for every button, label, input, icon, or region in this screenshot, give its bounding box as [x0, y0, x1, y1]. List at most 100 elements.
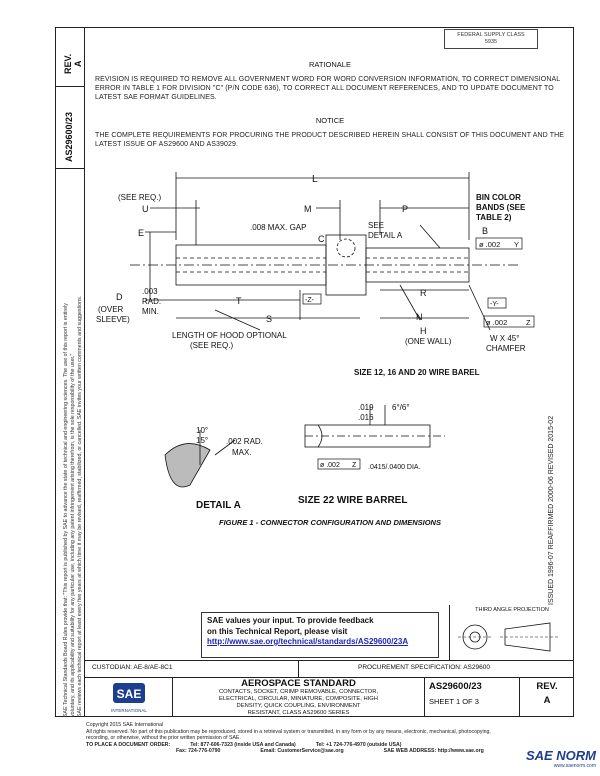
dim-C: C — [318, 234, 325, 244]
max-label: MAX. — [232, 448, 252, 457]
angle-6: 6°/6° — [392, 403, 410, 412]
side-text-3: SAE reviews each technical report at lea… — [77, 295, 83, 717]
desc-line-2: ELECTRICAL, CIRCULAR, MINIATURE, COMPOSI… — [218, 696, 378, 702]
projection-label: THIRD ANGLE PROJECTION — [475, 607, 549, 613]
dim-H: H — [420, 326, 427, 336]
detail-a-ref: DETAIL A — [368, 231, 403, 240]
doc-number: AS29600/23 — [429, 681, 482, 692]
bin-color: BIN COLOR — [476, 193, 521, 202]
datum-Z2: Z — [526, 318, 531, 327]
see-req-u: (SEE REQ.) — [118, 193, 161, 202]
see-label: SEE — [368, 221, 384, 230]
copyright: Copyright 2015 SAE International — [86, 722, 163, 728]
document-frame — [55, 27, 574, 717]
procurement-spec: PROCUREMENT SPECIFICATION: AS29600 — [358, 664, 490, 671]
federal-supply-class: FEDERAL SUPPLY CLASS 5935 — [444, 29, 538, 49]
dim-L: L — [312, 174, 318, 185]
projection-symbol-icon — [458, 622, 560, 652]
one-wall: (ONE WALL) — [405, 337, 452, 346]
dim-B: B — [482, 226, 488, 236]
desc-line-3: DENSITY, QUICK COUPLING, ENVIRONMENT — [236, 703, 361, 709]
desc-line-1: CONTACTS, SOCKET, CRIMP REMOVABLE, CONNE… — [218, 689, 378, 695]
web-address: SAE WEB ADDRESS: http://www.sae.org — [383, 748, 484, 754]
size-12-label: SIZE 12, 16 AND 20 WIRE BAREL — [354, 368, 480, 377]
desc-line-4: RESISTANT, CLASS AS29600 SERIES — [247, 710, 350, 716]
bands: BANDS (SEE — [476, 203, 526, 212]
rationale-section: RATIONALE REVISION IS REQUIRED TO REMOVE… — [95, 60, 565, 102]
third-angle-projection: THIRD ANGLE PROJECTION — [449, 605, 574, 660]
dia-0415: .0415/.0400 DIA. — [368, 464, 421, 471]
dim-016: .016 — [358, 413, 374, 422]
rad-002: .002 RAD. — [226, 437, 263, 446]
sae-logo-cell: SAE INTERNATIONAL — [85, 677, 173, 717]
sae-logo-icon: SAE INTERNATIONAL — [111, 683, 147, 713]
rights: All rights reserved. No part of this pub… — [86, 728, 491, 735]
rad-003: .003 — [142, 287, 158, 296]
angle-10: 10° — [196, 426, 208, 435]
dim-D: D — [116, 292, 123, 302]
aerospace-standard: AEROSPACE STANDARD — [241, 678, 356, 689]
tol-Z: ø .002 — [486, 318, 507, 327]
tel-usa: Tel: 877-606-7323 (inside USA and Canada… — [190, 741, 296, 748]
rev-value-bottom: A — [543, 695, 551, 706]
feedback-box: SAE values your input. To provide feedba… — [201, 612, 439, 658]
watermark-text: SAE NORM — [525, 748, 596, 763]
notice-title: NOTICE — [315, 116, 345, 125]
rights-2: recording, or otherwise, without the pri… — [86, 735, 241, 741]
over-label: (OVER — [98, 305, 124, 314]
angle-15: 15° — [196, 436, 208, 445]
rationale-text: REVISION IS REQUIRED TO REMOVE ALL GOVER… — [95, 76, 561, 101]
datum-22: Z — [352, 462, 357, 469]
dim-S: S — [266, 314, 272, 324]
federal-code: 5935 — [484, 39, 498, 45]
feedback-link[interactable]: http://www.sae.org/technical/standards/A… — [207, 637, 409, 646]
fax: Fax: 724-776-0790 — [176, 748, 221, 754]
side-text-2: voluntary, and its applicability and sui… — [70, 353, 76, 717]
tel-intl: Tel: +1 724-776-4970 (outside USA) — [315, 741, 402, 748]
size-22-title: SIZE 22 WIRE BARREL — [298, 495, 407, 506]
dim-U: U — [142, 204, 149, 214]
chamfer-1: W X 45° — [490, 334, 519, 343]
notice-text: THE COMPLETE REQUIREMENTS FOR PROCURING … — [95, 132, 565, 148]
email: Email: CustomerService@sae.org — [260, 748, 344, 754]
rev-cell: REV. A — [520, 677, 574, 717]
sheet-number: SHEET 1 OF 3 — [429, 697, 479, 706]
footer: Copyright 2015 SAE International All rig… — [86, 722, 506, 755]
doc-number-cell: AS29600/23 SHEET 1 OF 3 — [425, 677, 520, 717]
min-label: MIN. — [142, 307, 159, 316]
dim-T: T — [236, 296, 242, 306]
rev-label: REV. — [63, 53, 73, 74]
dim-P: P — [402, 204, 408, 214]
notice-section: NOTICE THE COMPLETE REQUIREMENTS FOR PRO… — [95, 116, 565, 149]
detail-a-title: DETAIL A — [196, 500, 241, 511]
table2: TABLE 2) — [476, 213, 512, 222]
datum-Z: -Z- — [305, 297, 315, 304]
svg-text:INTERNATIONAL: INTERNATIONAL — [111, 708, 147, 713]
row-divider-2 — [85, 677, 574, 678]
feedback-line-2: on this Technical Report, please visit — [207, 626, 348, 636]
rad-label: RAD. — [142, 297, 161, 306]
figure-caption: FIGURE 1 - CONNECTOR CONFIGURATION AND D… — [219, 518, 441, 527]
datum-Y: Y — [514, 240, 519, 249]
row-vdivider — [298, 660, 299, 677]
dim-R: R — [420, 288, 427, 298]
rev-value: A — [73, 60, 83, 68]
side-text-1: SAE Technical Standards Board Rules prov… — [63, 303, 69, 717]
custodian: CUSTODIAN: AE-8/AE-8C1 — [92, 664, 173, 671]
sleeve-label: SLEEVE) — [96, 315, 130, 324]
dim-M: M — [304, 204, 312, 214]
connector-drawing: L (SEE REQ.) U M P BIN COLOR BANDS (SEE … — [96, 172, 535, 511]
watermark: SAE NORM www.saenorm.com — [510, 748, 596, 769]
rev-box: REV. A — [55, 27, 85, 87]
dim-019: .019 — [358, 403, 374, 412]
watermark-sub: www.saenorm.com — [553, 763, 596, 769]
feedback-line-1: SAE values your input. To provide feedba… — [207, 616, 374, 625]
rev-label-bottom: REV. — [536, 681, 558, 692]
doc-number-vertical: AS29600/23 — [64, 111, 74, 162]
dim-E: E — [138, 228, 144, 238]
title-cell: AEROSPACE STANDARD CONTACTS, SOCKET, CRI… — [173, 677, 425, 717]
tol-B: ø .002 — [479, 240, 500, 249]
chamfer-2: CHAMFER — [486, 344, 526, 353]
dim-N: N — [416, 312, 423, 322]
gap-label: .008 MAX. GAP — [250, 223, 306, 232]
